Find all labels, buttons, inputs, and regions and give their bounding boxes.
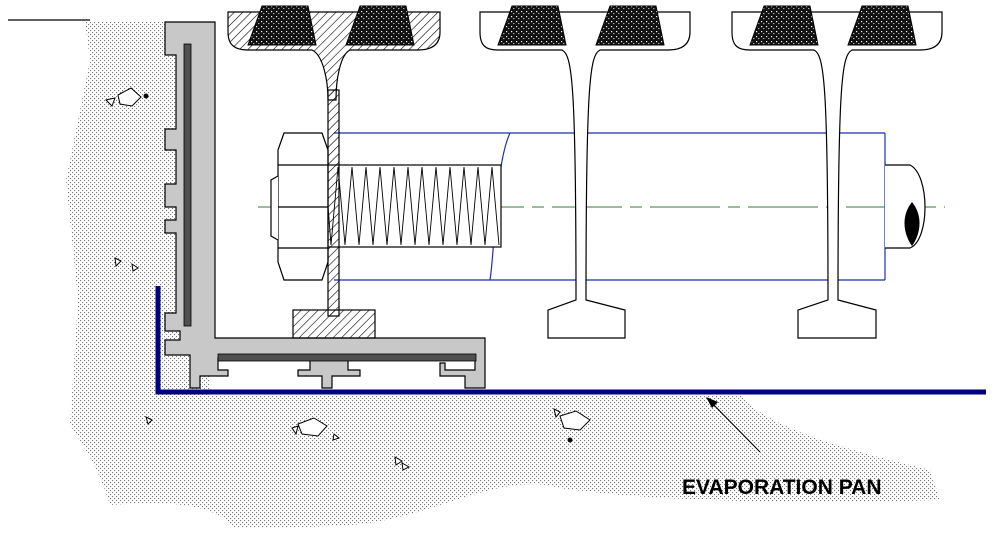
- aggregate-stones: [105, 87, 591, 471]
- rubber-pads: [247, 5, 917, 46]
- evaporation-pan-arrowhead: [706, 397, 718, 408]
- bolt-thread: [324, 164, 502, 248]
- evaporation-pan-leader: [707, 398, 761, 453]
- evaporation-pan-label: EVAPORATION PAN: [682, 476, 882, 499]
- rail-3: [731, 11, 943, 339]
- concrete-base: [66, 22, 940, 528]
- rail-1-foot: [292, 309, 376, 339]
- bolt-hex-head: [270, 132, 329, 281]
- rail-2: [479, 11, 691, 339]
- bracket-inner-bar-vertical: [183, 43, 192, 327]
- evaporation-pan: [155, 286, 986, 395]
- rod-end: [885, 164, 926, 249]
- rail-1-web: [327, 89, 340, 317]
- bracket-inner-bar-horizontal: [217, 353, 477, 362]
- aluminium-bracket: [164, 21, 486, 389]
